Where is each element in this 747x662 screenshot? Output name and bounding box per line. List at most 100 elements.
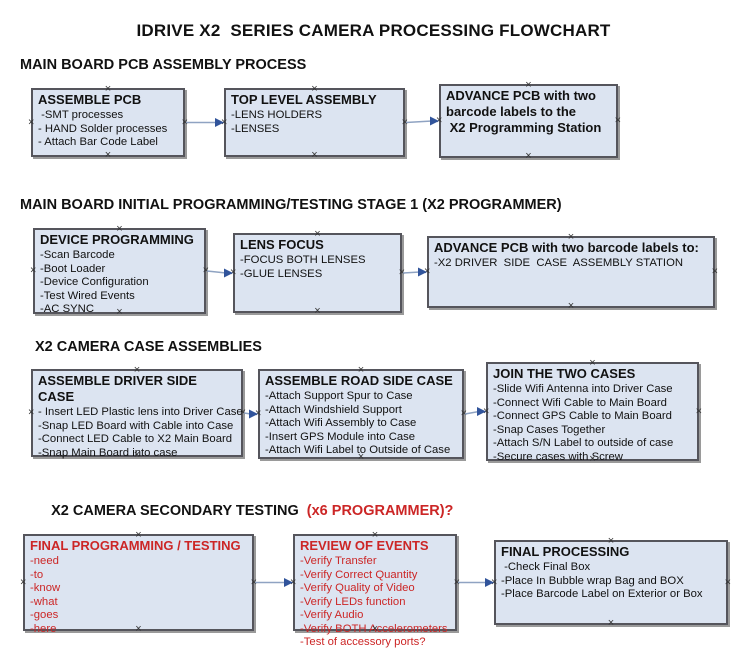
box-title: FINAL PROCESSING	[501, 544, 630, 559]
connection-handle-icon: ×	[202, 264, 209, 277]
flow-box-review-of-events[interactable]: REVIEW OF EVENTS -Verify Transfer-Verify…	[290, 530, 460, 649]
connection-handle-icon: ×	[607, 617, 615, 629]
box-title: DEVICE PROGRAMMING	[40, 232, 194, 247]
connection-handle-icon: ×	[28, 406, 35, 419]
box-item-list: -Verify Transfer-Verify Correct Quantity…	[300, 555, 450, 650]
flow-connector-line	[405, 120, 433, 124]
box-item: -goes	[30, 609, 59, 621]
box-item: -Attach Wifi Assembly to Case	[265, 417, 417, 429]
box-item: -Snap LED Board with Cable into Case	[38, 419, 234, 432]
connection-handle-icon: ×	[116, 223, 123, 235]
box-title: ADVANCE PCB with two barcode labels to:	[434, 240, 699, 255]
box-item: -need	[30, 555, 59, 567]
box-item: -Slide Wifi Antenna into Driver Case	[493, 383, 673, 395]
box-item: -Attach Wifi Label to Outside of Case	[265, 444, 451, 456]
box-item: -know	[30, 582, 61, 594]
connection-handle-icon: ×	[104, 149, 112, 161]
box-item: -LENS HOLDERS	[231, 109, 323, 121]
flow-box-final-programming-testing[interactable]: FINAL PROGRAMMING / TESTING -need-to-kno…	[20, 530, 257, 635]
flow-box-device-programming[interactable]: DEVICE PROGRAMMING -Scan Barcode-Boot Lo…	[30, 224, 209, 318]
box-item: -Test of accessory ports?	[300, 636, 426, 648]
box-item: -what	[30, 595, 58, 608]
connection-handle-icon: ×	[221, 116, 228, 128]
connection-handle-icon: ×	[314, 228, 321, 240]
flow-box-final-processing[interactable]: FINAL PROCESSING -Check Final Box-Place …	[491, 536, 731, 629]
box-item: -to	[30, 568, 44, 581]
box-item: -Insert GPS Module into Case	[265, 430, 416, 443]
box-item: -Scan Barcode	[40, 249, 115, 261]
box-item: -Place Barcode Label on Exterior or Box	[501, 588, 703, 600]
box-item: -X2 DRIVER SIDE CASE ASSEMBLY STATION	[434, 257, 684, 269]
box-item: -Verify Transfer	[300, 555, 377, 567]
flow-box-advance-pcb-to-driver-side-station[interactable]: ADVANCE PCB with two barcode labels to: …	[424, 232, 718, 312]
connection-handle-icon: ×	[20, 576, 27, 588]
box-item: -Verify Correct Quantity	[300, 568, 418, 581]
box-item: -Attach Support Spur to Case	[265, 390, 413, 402]
flow-box-top-level-assembly[interactable]: TOP LEVEL ASSEMBLY -LENS HOLDERS-LENSES …	[221, 84, 408, 161]
box-item: -Verify LEDs function	[300, 595, 406, 608]
connection-handle-icon: ×	[491, 576, 498, 588]
connection-handle-icon: ×	[711, 265, 718, 278]
box-item: -Verify Audio	[300, 609, 364, 621]
box-title: REVIEW OF EVENTS	[300, 538, 429, 553]
connection-handle-icon: ×	[239, 406, 246, 419]
connection-handle-icon: ×	[567, 300, 575, 312]
connection-handle-icon: ×	[460, 407, 467, 420]
box-title: ASSEMBLE ROAD SIDE CASE	[265, 373, 453, 388]
box-item: - Insert LED Plastic lens into Driver Ca…	[38, 406, 243, 418]
connection-handle-icon: ×	[567, 231, 575, 243]
box-item-list: -X2 DRIVER SIDE CASE ASSEMBLY STATION	[434, 257, 708, 271]
box-item-list: -FOCUS BOTH LENSES-GLUE LENSES	[240, 254, 395, 281]
connection-handle-icon: ×	[290, 576, 297, 588]
box-title: LENS FOCUS	[240, 237, 324, 252]
box-item: -Check Final Box	[501, 561, 591, 573]
flow-box-assemble-driver-side-case[interactable]: ASSEMBLE DRIVER SIDE CASE - Insert LED P…	[28, 365, 246, 461]
box-item: -Boot Loader	[40, 262, 106, 275]
box-item: -Snap Main Board into case	[38, 446, 178, 459]
box-item: -Secure cases with Screw	[493, 450, 623, 463]
connection-handle-icon: ×	[28, 116, 35, 128]
flow-box-assemble-road-side-case[interactable]: ASSEMBLE ROAD SIDE CASE -Attach Support …	[255, 365, 467, 463]
connection-handle-icon: ×	[436, 114, 443, 127]
page-title: IDRIVE X2 SERIES CAMERA PROCESSING FLOWC…	[136, 21, 611, 40]
box-item-list: -SMT processes- HAND Solder processes- A…	[38, 109, 178, 150]
connection-handle-icon: ×	[525, 79, 532, 91]
box-item: -LENSES	[231, 122, 280, 135]
box-item: -AC SYNC	[40, 303, 94, 315]
connection-handle-icon: ×	[104, 83, 112, 95]
box-item: -Snap Cases Together	[493, 423, 606, 436]
box-item: -Test Wired Events	[40, 289, 135, 302]
flow-connector-line	[402, 271, 421, 274]
box-item: -SMT processes	[38, 109, 124, 121]
box-item: -GLUE LENSES	[240, 267, 323, 280]
box-item: -Device Configuration	[40, 276, 149, 288]
connection-handle-icon: ×	[181, 116, 188, 128]
connection-handle-icon: ×	[589, 453, 596, 465]
connection-handle-icon: ×	[133, 449, 141, 461]
box-item: - HAND Solder processes	[38, 122, 168, 135]
connection-handle-icon: ×	[614, 114, 621, 127]
connection-handle-icon: ×	[398, 266, 405, 279]
box-title: ADVANCE PCB with two barcode labels to t…	[446, 88, 602, 135]
box-item: -Connect GPS Cable to Main Board	[493, 410, 672, 422]
box-title: FINAL PROGRAMMING / TESTING	[30, 538, 241, 553]
section-header-case-assemblies: X2 CAMERA CASE ASSEMBLIES	[35, 339, 262, 355]
box-item: -Attach S/N Label to outside of case	[493, 437, 674, 449]
box-item-list: -Attach Support Spur to Case-Attach Wind…	[265, 390, 457, 458]
flow-box-join-the-two-cases[interactable]: JOIN THE TWO CASES -Slide Wifi Antenna i…	[483, 358, 702, 465]
box-item: -Place In Bubble wrap Bag and BOX	[501, 574, 684, 587]
flow-box-advance-pcb-to-programming-station[interactable]: ADVANCE PCB with two barcode labels to t…	[436, 80, 621, 162]
connection-handle-icon: ×	[311, 149, 318, 161]
box-item: -Connect Wifi Cable to Main Board	[493, 396, 667, 409]
flow-box-assemble-pcb[interactable]: ASSEMBLE PCB -SMT processes- HAND Solder…	[28, 84, 188, 161]
connection-handle-icon: ×	[255, 407, 262, 420]
box-item: -FOCUS BOTH LENSES	[240, 254, 366, 266]
flow-box-lens-focus[interactable]: LENS FOCUS -FOCUS BOTH LENSES-GLUE LENSE…	[230, 229, 405, 317]
connection-handle-icon: ×	[371, 529, 379, 541]
connection-handle-icon: ×	[724, 576, 731, 588]
box-item-list: -Scan Barcode-Boot Loader-Device Configu…	[40, 249, 199, 317]
connection-handle-icon: ×	[371, 623, 379, 635]
connection-handle-icon: ×	[135, 623, 142, 635]
box-title: ASSEMBLE PCB	[38, 92, 142, 107]
box-item: -Connect LED Cable to X2 Main Board	[38, 433, 233, 445]
